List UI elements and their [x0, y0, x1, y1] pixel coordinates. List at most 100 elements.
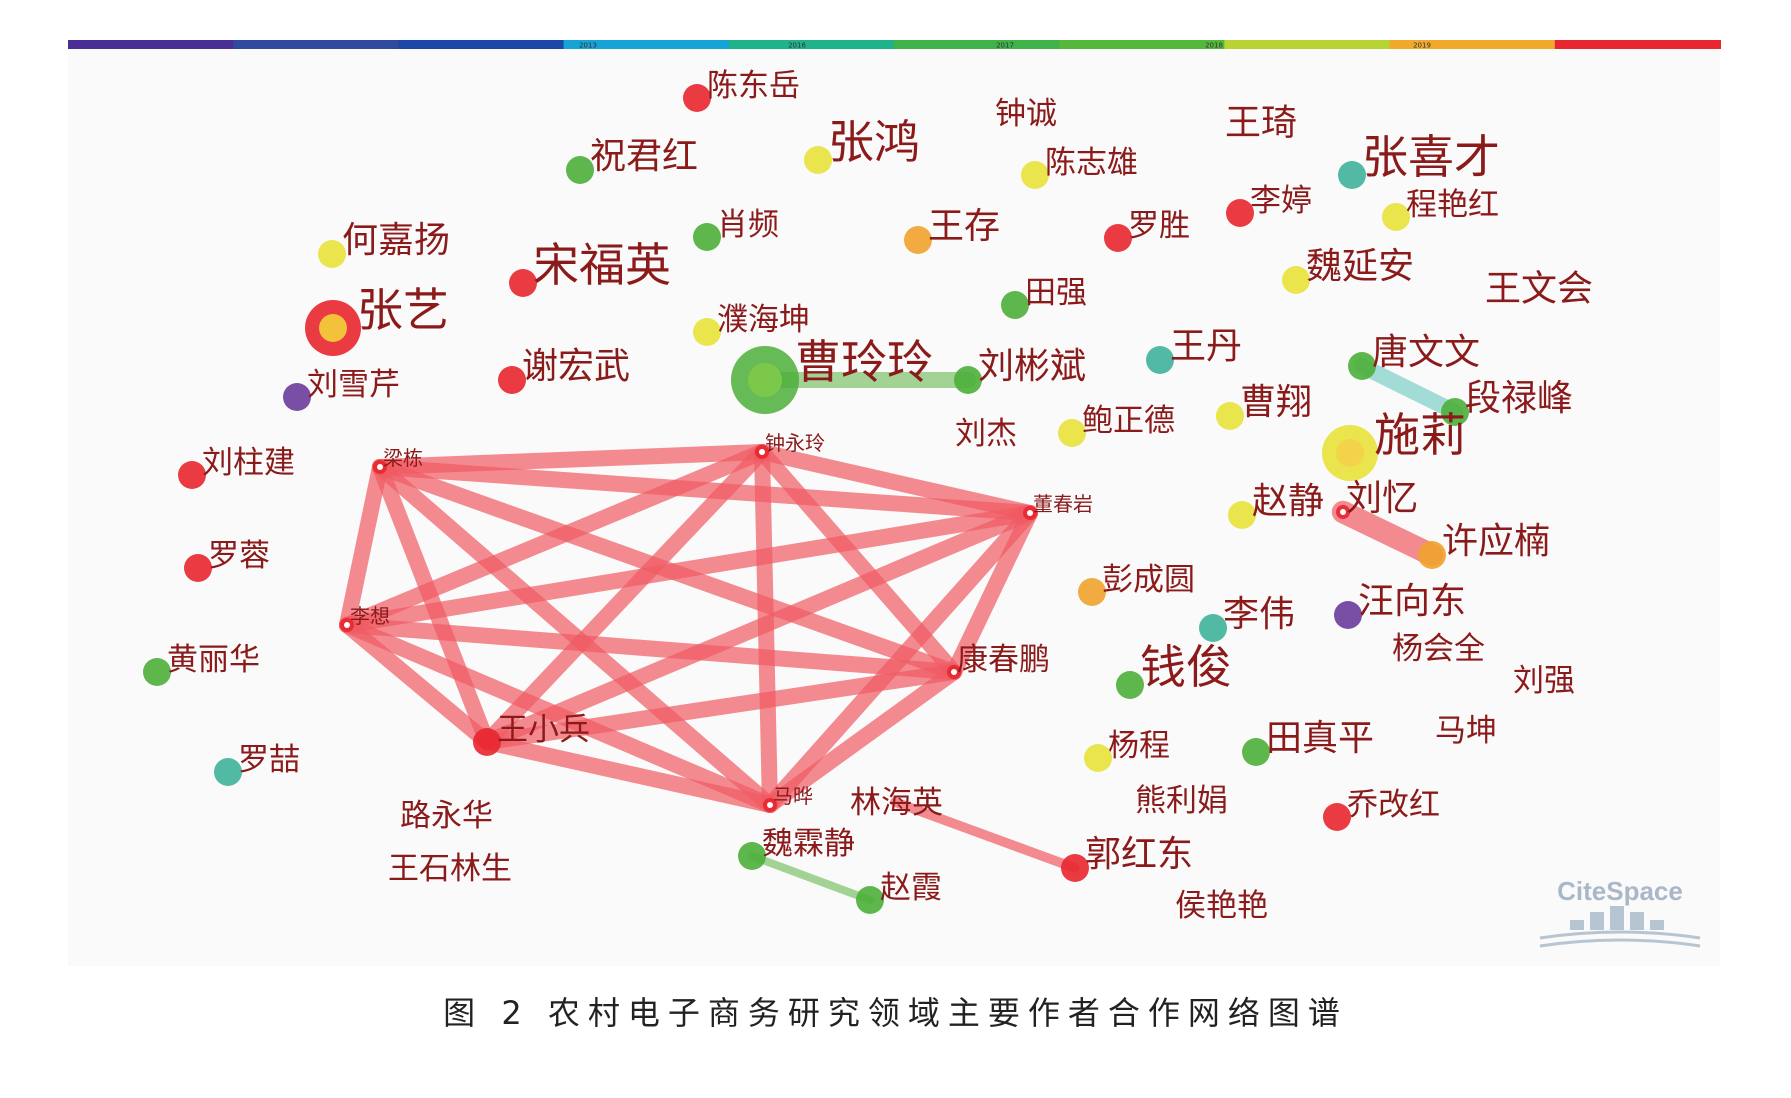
author-node-circle — [214, 758, 242, 786]
author-node-circle — [1058, 419, 1086, 447]
author-node: 王小兵 — [473, 712, 590, 756]
author-node: 王存 — [904, 206, 1000, 254]
author-node: 彭成圆 — [1078, 562, 1195, 606]
edge-layer — [339, 358, 1463, 904]
author-label: 刘杰 — [955, 416, 1017, 452]
author-label: 王丹 — [1170, 326, 1242, 367]
author-label: 赵霞 — [880, 870, 942, 906]
coauthor-edge — [762, 664, 962, 813]
author-node: 刘忆 — [1336, 478, 1418, 519]
author-node: 马晔 — [763, 784, 813, 812]
author-node: 刘彬斌 — [954, 346, 1086, 394]
author-label: 王石林生 — [388, 851, 512, 887]
author-label: 李婷 — [1250, 183, 1312, 219]
author-node-circle — [184, 554, 212, 582]
author-node-circle — [1323, 803, 1351, 831]
author-node: 唐文文 — [1348, 332, 1480, 380]
author-label: 刘雪芹 — [307, 367, 400, 403]
author-node-circle — [1226, 199, 1254, 227]
author-node: 康春鹏 — [947, 642, 1050, 679]
timeline-segment — [1059, 40, 1226, 49]
author-node-circle — [1146, 346, 1174, 374]
author-node-circle — [1242, 738, 1270, 766]
timeline-segment — [398, 40, 565, 49]
author-node: 梁栋 — [373, 446, 423, 474]
author-node-core — [344, 622, 350, 628]
author-label: 陈东岳 — [707, 68, 800, 104]
author-node-circle — [1382, 203, 1410, 231]
author-node-circle — [693, 223, 721, 251]
author-label: 张艺 — [357, 283, 449, 337]
coauthor-edge — [946, 505, 1038, 680]
author-node-circle — [683, 84, 711, 112]
author-label: 罗蓉 — [208, 538, 270, 574]
author-node-circle — [1441, 398, 1469, 426]
author-label: 王小兵 — [497, 712, 590, 748]
author-node: 谢宏武 — [498, 346, 630, 394]
coauthor-edge — [890, 797, 1080, 873]
watermark-text: CiteSpace — [1557, 876, 1683, 906]
author-node: 罗胜 — [1104, 208, 1190, 252]
author-label: 王琦 — [1225, 103, 1297, 144]
author-node-circle — [904, 226, 932, 254]
author-node-circle — [283, 383, 311, 411]
author-label: 郭红东 — [1085, 834, 1193, 875]
timeline-segment — [68, 40, 235, 49]
author-label: 康春鹏 — [957, 642, 1050, 678]
author-node-circle — [509, 269, 537, 297]
author-label: 李想 — [350, 604, 390, 628]
author-node: 鲍正德 — [1058, 403, 1175, 447]
timeline-year-label: 2013 — [579, 42, 597, 50]
coauthor-edge — [762, 505, 1038, 813]
author-node: 施莉 — [1322, 408, 1466, 481]
author-node-circle — [1348, 352, 1376, 380]
author-label: 何嘉扬 — [342, 220, 450, 261]
author-node: 许应楠 — [1418, 521, 1550, 569]
author-label: 梁栋 — [383, 446, 423, 470]
author-node-circle — [1084, 744, 1112, 772]
author-node-circle — [954, 366, 982, 394]
author-label: 李伟 — [1223, 594, 1295, 635]
author-node: 乔改红 — [1323, 787, 1440, 831]
author-node-circle — [318, 240, 346, 268]
author-node-circle — [1338, 161, 1366, 189]
author-node: 张喜才 — [1338, 130, 1500, 189]
author-node-circle — [856, 886, 884, 914]
author-label: 罗胜 — [1128, 208, 1190, 244]
author-node-circle — [738, 842, 766, 870]
author-label: 杨会全 — [1392, 631, 1485, 667]
author-label: 段禄峰 — [1465, 378, 1573, 419]
author-label: 罗喆 — [238, 742, 300, 778]
timeline-segment — [894, 40, 1061, 49]
author-node: 钱俊 — [1116, 640, 1232, 699]
author-node: 熊利娟 — [1135, 783, 1228, 819]
author-node-circle — [143, 658, 171, 686]
author-label: 王文会 — [1485, 269, 1593, 310]
author-node-core — [1336, 439, 1364, 467]
author-label: 马坤 — [1435, 713, 1497, 749]
author-node: 赵静 — [1228, 481, 1324, 529]
author-node-circle — [1061, 854, 1089, 882]
author-label: 田真平 — [1266, 718, 1374, 759]
author-node: 王琦 — [1225, 103, 1297, 144]
author-node-core — [1340, 509, 1346, 515]
author-node: 林海英 — [850, 785, 943, 821]
author-label: 杨程 — [1108, 728, 1170, 764]
author-label: 侯艳艳 — [1175, 888, 1268, 924]
timeline-year-label: 2018 — [1205, 42, 1223, 50]
author-node-circle — [1334, 601, 1362, 629]
author-node-core — [767, 802, 773, 808]
author-node: 陈东岳 — [683, 68, 800, 112]
timeline-year-label: 2016 — [788, 42, 806, 50]
author-label: 钟永玲 — [765, 431, 825, 455]
author-label: 谢宏武 — [522, 346, 630, 387]
author-node: 陈志雄 — [1021, 145, 1138, 189]
author-node-circle — [693, 318, 721, 346]
author-node: 刘雪芹 — [283, 367, 400, 411]
author-label: 钟诚 — [995, 96, 1057, 132]
author-node-core — [377, 464, 383, 470]
coauthor-edge — [339, 505, 1038, 633]
author-node: 濮海坤 — [693, 302, 810, 346]
author-node-circle — [1228, 501, 1256, 529]
